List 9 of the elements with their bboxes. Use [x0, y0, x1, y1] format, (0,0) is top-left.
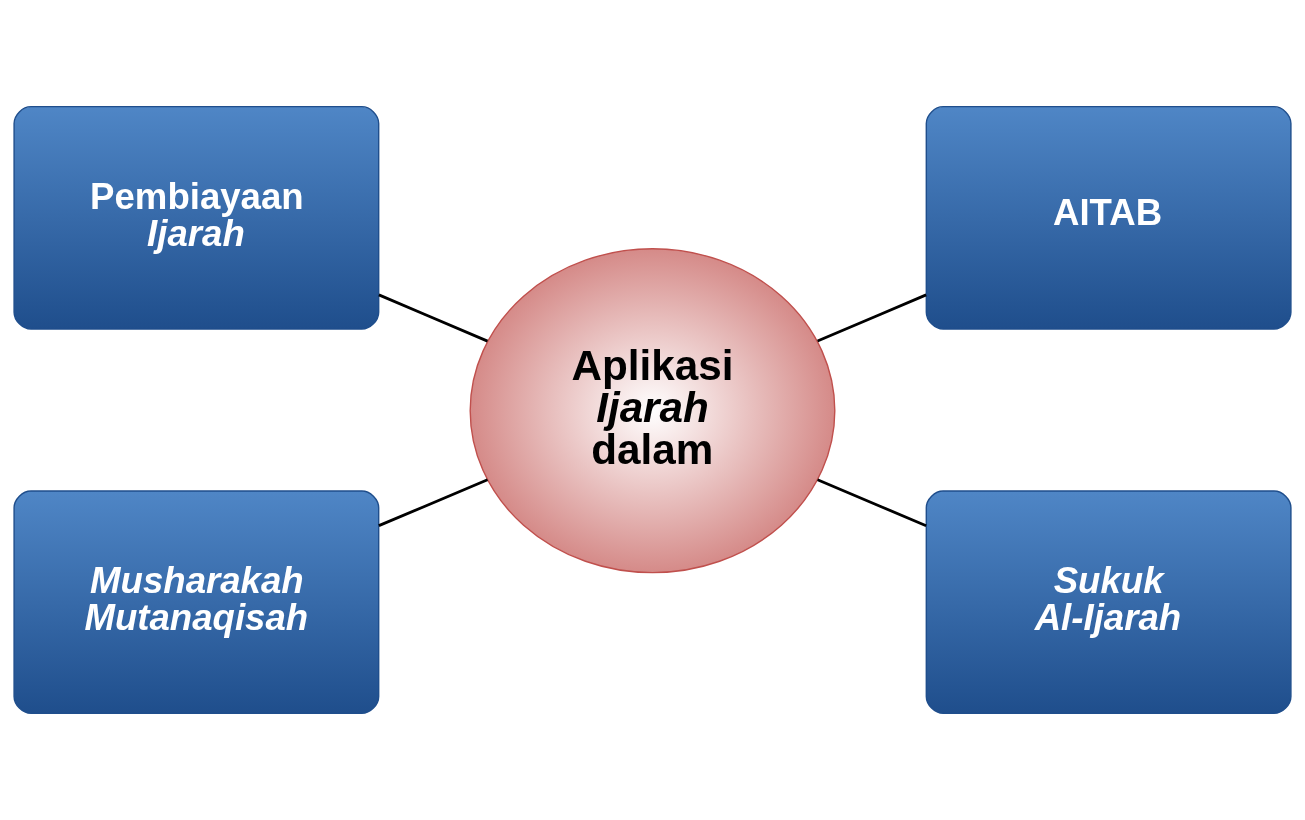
connector [817, 293, 927, 343]
connector [378, 478, 489, 527]
node-box: AITAB [925, 105, 1292, 330]
connector [817, 478, 927, 527]
node-ellipse: Aplikasi Ijarah dalam [469, 248, 836, 574]
node-box: Sukuk Al-Ijarah [925, 490, 1292, 715]
connector [378, 293, 489, 343]
node-box: Pembiayaan Ijarah [13, 105, 380, 330]
node-box: Musharakah Mutanaqisah [13, 490, 380, 715]
